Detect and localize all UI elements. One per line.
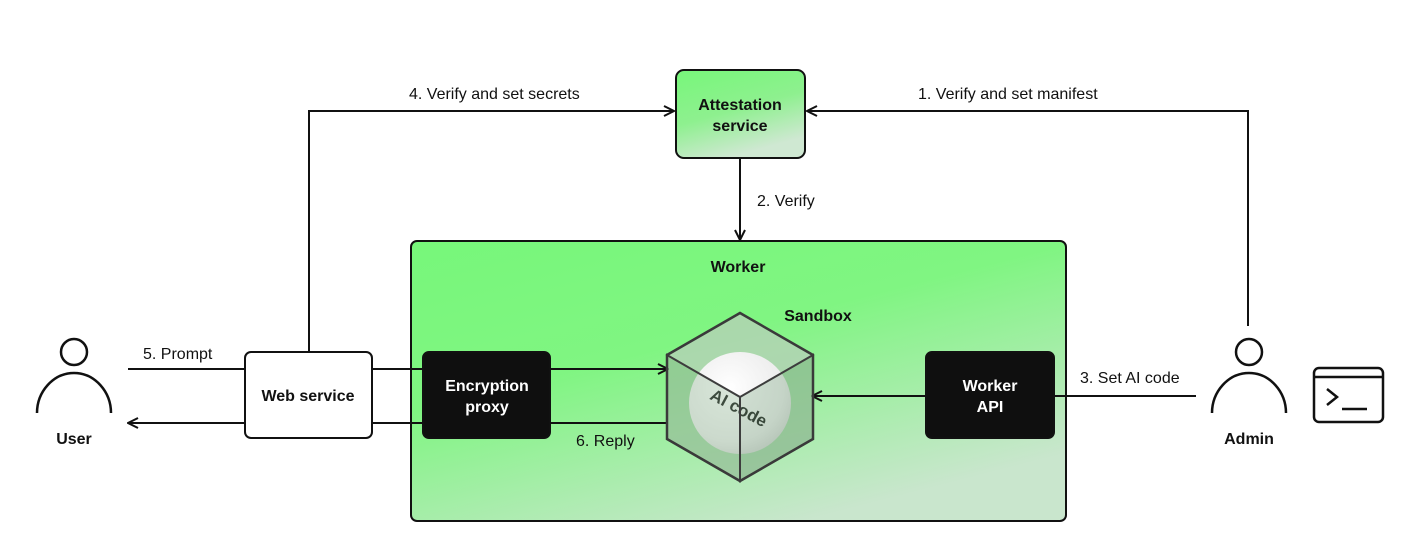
admin-label: Admin (1224, 431, 1274, 448)
edge-label-verify-secrets: 4. Verify and set secrets (409, 86, 580, 103)
edge-label-reply: 6. Reply (576, 433, 635, 450)
edge-verify-manifest: 1. Verify and set manifest (807, 86, 1249, 326)
admin-person-icon: Admin (1210, 337, 1288, 448)
edge-prompt: 5. Prompt (128, 346, 668, 369)
edge-reply: 6. Reply (128, 423, 668, 450)
attestation-label-line1: Attestation (698, 97, 782, 114)
attestation-service: Attestation service (675, 69, 806, 159)
worker-api-label-line2: API (977, 399, 1004, 416)
encryption-proxy: Encryption proxy (422, 351, 551, 439)
encryption-proxy-label-line2: proxy (465, 399, 509, 416)
attestation-label-line2: service (712, 118, 767, 135)
terminal-icon (1312, 366, 1385, 424)
edge-label-verify-manifest: 1. Verify and set manifest (918, 86, 1098, 103)
edge-label-prompt: 5. Prompt (143, 346, 213, 363)
edge-label-verify: 2. Verify (757, 193, 815, 210)
web-service: Web service (244, 351, 373, 439)
sandbox-title: Sandbox (784, 308, 852, 325)
worker-api: Worker API (925, 351, 1055, 439)
edge-label-set-ai-code: 3. Set AI code (1080, 370, 1180, 387)
edge-verify-secrets: 4. Verify and set secrets (308, 86, 674, 352)
edge-verify: 2. Verify (740, 158, 815, 240)
worker-title: Worker (711, 259, 766, 276)
encryption-proxy-label-line1: Encryption (445, 378, 529, 395)
user-label: User (56, 431, 92, 448)
worker-api-label-line1: Worker (963, 378, 1018, 395)
user-person-icon: User (35, 337, 113, 448)
edge-set-ai-code: 3. Set AI code (812, 370, 1196, 396)
sandbox-cube-icon: Sandbox AI code (665, 308, 852, 483)
web-service-label: Web service (261, 388, 354, 405)
